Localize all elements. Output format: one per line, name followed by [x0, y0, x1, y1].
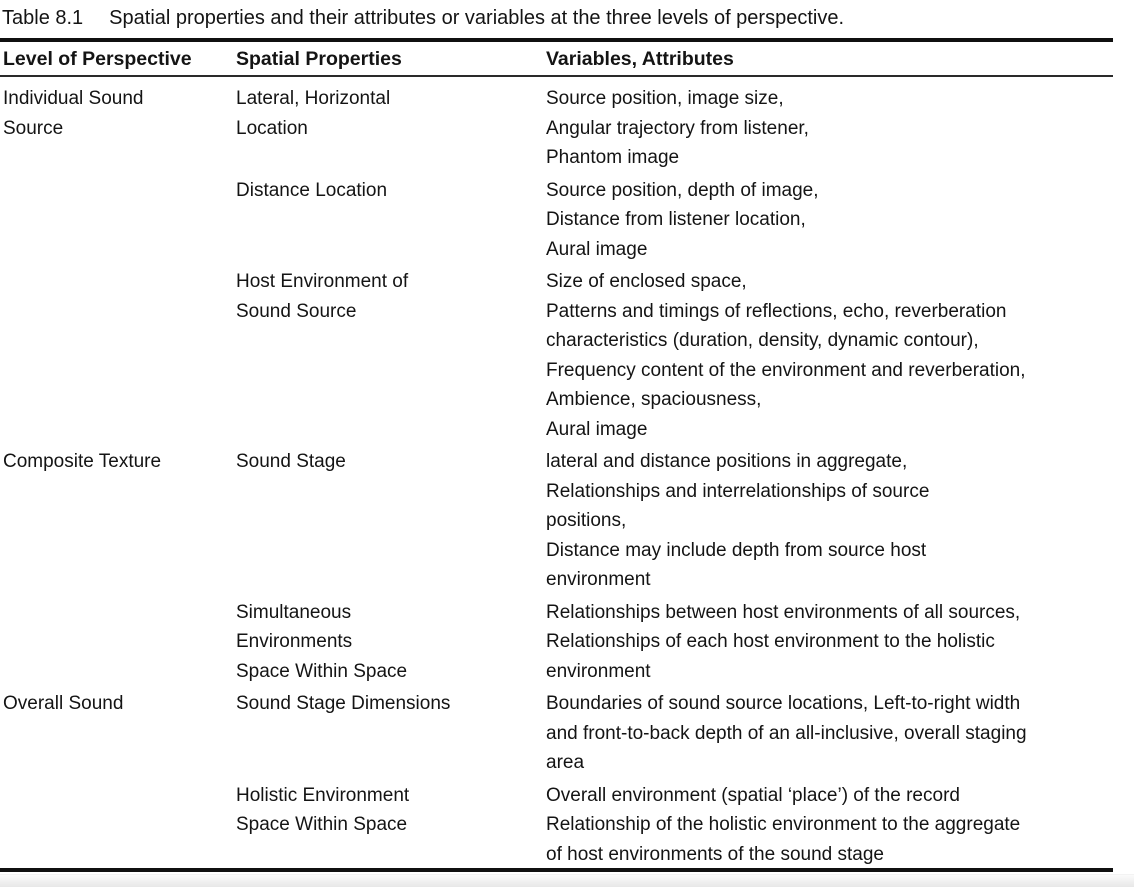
level-cell: [0, 598, 233, 687]
table-row: Host Environment of Sound Source Size of…: [0, 267, 1128, 444]
variables-cell: Overall environment (spatial ‘place’) of…: [546, 784, 1021, 865]
table-row: Holistic Environment Space Within Space …: [0, 781, 1128, 870]
table-row: Composite Texture Sound Stage lateral an…: [0, 447, 1128, 595]
table-body: Individual Sound Source Lateral, Horizon…: [0, 84, 1128, 869]
level-cell: [0, 176, 233, 265]
level-cell: Individual Sound Source: [3, 88, 144, 139]
property-cell: Holistic Environment Space Within Space: [236, 784, 410, 836]
top-rule: [0, 38, 1113, 42]
property-cell: Lateral, Horizontal Location: [236, 88, 391, 139]
table-caption-number: Table 8.1: [2, 7, 84, 29]
table-row: Overall Sound Sound Stage Dimensions Bou…: [0, 689, 1128, 778]
page-edge-shadow: [0, 874, 1134, 887]
variables-cell: Size of enclosed space, Patterns and tim…: [546, 271, 1026, 440]
level-cell: Composite Texture: [3, 451, 162, 472]
variables-cell: Boundaries of sound source locations, Le…: [546, 693, 1027, 773]
level-cell: [0, 267, 233, 444]
header-spatial-properties: Spatial Properties: [236, 48, 402, 70]
table-row: Individual Sound Source Lateral, Horizon…: [0, 84, 1128, 173]
table-header-row: Level of Perspective Spatial Properties …: [0, 47, 1113, 71]
property-cell: Simultaneous Environments Space Within S…: [236, 601, 408, 682]
header-variables-attributes: Variables, Attributes: [546, 48, 734, 70]
property-cell: Sound Stage Dimensions: [236, 693, 451, 714]
property-cell: Sound Stage: [236, 451, 346, 472]
table-row: Distance Location Source position, depth…: [0, 176, 1128, 265]
property-cell: Distance Location: [236, 179, 388, 201]
level-cell: [0, 781, 233, 870]
property-cell: Host Environment of Sound Source: [236, 271, 409, 322]
level-cell: Overall Sound: [3, 693, 124, 714]
header-rule: [0, 75, 1113, 77]
table-caption: Table 8.1 Spatial properties and their at…: [2, 5, 844, 31]
bottom-rule: [0, 868, 1113, 872]
table-row: Simultaneous Environments Space Within S…: [0, 598, 1128, 687]
variables-cell: Source position, depth of image, Distanc…: [546, 179, 819, 260]
table-caption-text: Spatial properties and their attributes …: [109, 7, 845, 29]
variables-cell: Relationships between host environments …: [546, 601, 1021, 682]
header-level-of-perspective: Level of Perspective: [3, 48, 192, 70]
variables-cell: Source position, image size, Angular tra…: [546, 88, 809, 168]
variables-cell: lateral and distance positions in aggreg…: [546, 451, 930, 590]
